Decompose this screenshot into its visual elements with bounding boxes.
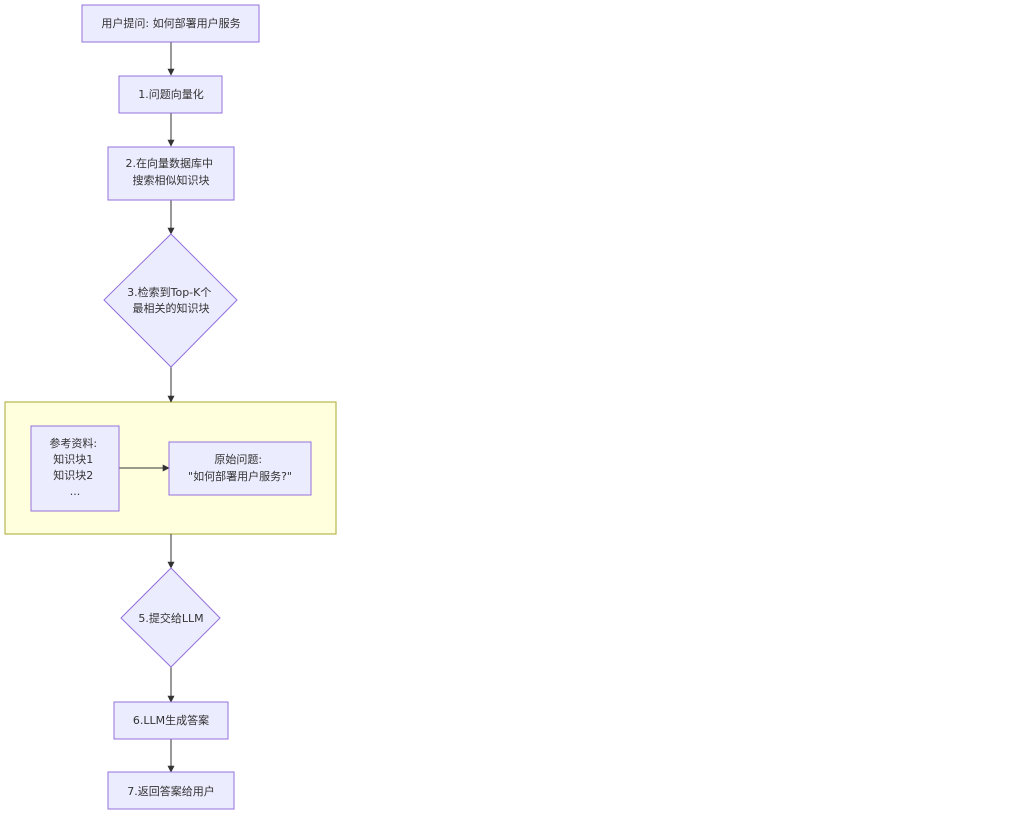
node-vectorize-label: 1.问题向量化: [138, 87, 204, 101]
node-submit-diamond: [120, 567, 221, 668]
node-search-box: [107, 146, 235, 201]
node-question: 用户提问: 如何部署用户服务: [81, 4, 260, 43]
node-reference: 参考资料: 知识块1 知识块2 ...: [30, 425, 120, 512]
node-original-box: [168, 441, 312, 496]
node-return-label: 7.返回答案给用户: [127, 784, 215, 798]
node-question-label: 用户提问: 如何部署用户服务: [101, 16, 240, 30]
node-generate: 6.LLM生成答案: [113, 701, 229, 740]
edges: [119, 42, 175, 773]
node-original-label: 原始问题: "如何部署用户服务?": [188, 452, 292, 483]
node-submit-label: 5.提交给LLM: [138, 611, 203, 625]
node-reference-box: [30, 425, 120, 512]
node-topk-label: 3.检索到Top-K个 最相关的知识块: [127, 285, 215, 315]
node-search-label: 2.在向量数据库中 搜索相似知识块: [126, 156, 217, 187]
node-generate-label: 6.LLM生成答案: [133, 713, 209, 727]
node-search: 2.在向量数据库中 搜索相似知识块: [107, 146, 235, 201]
node-topk-diamond: [103, 233, 238, 368]
node-submit: 5.提交给LLM: [120, 567, 221, 668]
node-original: 原始问题: "如何部署用户服务?": [168, 441, 312, 496]
node-vectorize-box: [118, 75, 223, 114]
node-vectorize: 1.问题向量化: [118, 75, 223, 114]
node-return: 7.返回答案给用户: [107, 771, 235, 810]
node-topk: 3.检索到Top-K个 最相关的知识块: [103, 233, 238, 368]
node-reference-label: 参考资料: 知识块1 知识块2 ...: [49, 436, 100, 498]
node-question-box: [81, 4, 260, 43]
node-generate-box: [113, 701, 229, 740]
node-return-box: [107, 771, 235, 810]
